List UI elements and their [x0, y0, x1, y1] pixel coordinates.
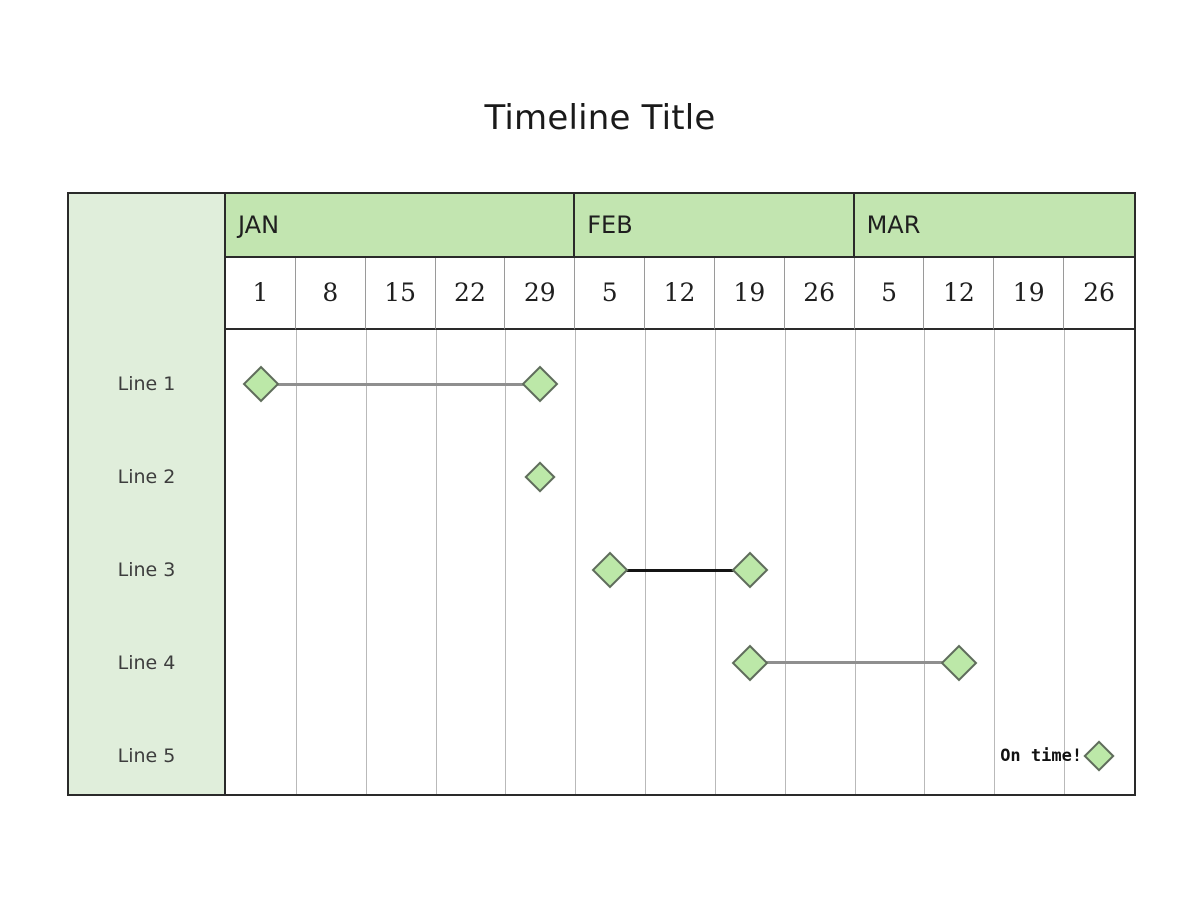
- week-label: 1: [252, 278, 269, 307]
- milestone-marker[interactable]: [940, 644, 978, 682]
- grid-line: [855, 330, 856, 794]
- task-connector: [749, 661, 960, 665]
- task-connector: [610, 568, 750, 572]
- month-header-cell: JAN: [226, 194, 576, 258]
- milestone-marker[interactable]: [731, 644, 769, 682]
- month-header-cell: FEB: [575, 194, 855, 258]
- week-label: 5: [601, 278, 618, 307]
- grid-area: JAN FEB MAR 1 8 15 22 29 5 12 19 26 5 12 19 26 On time…: [226, 194, 1134, 794]
- row-label: Line 4: [117, 651, 176, 674]
- milestone-marker[interactable]: [524, 461, 556, 493]
- milestone-marker[interactable]: [521, 366, 559, 403]
- week-header-cell: 8: [295, 258, 366, 330]
- week-header-cell: 12: [924, 258, 995, 330]
- page-title: Timeline Title: [484, 98, 716, 138]
- task-connector: [260, 382, 541, 386]
- plot-body: On time!: [226, 330, 1134, 794]
- grid-line: [994, 330, 995, 794]
- week-header-cell: 5: [575, 258, 646, 330]
- grid-line: [296, 330, 297, 794]
- week-header-cell: 19: [994, 258, 1065, 330]
- grid-line: [436, 330, 437, 794]
- week-header-cell: 26: [1064, 258, 1134, 330]
- week-label: 26: [1083, 278, 1115, 307]
- month-label: FEB: [587, 211, 633, 239]
- week-header-cell: 12: [645, 258, 715, 330]
- week-header-cell: 15: [365, 258, 436, 330]
- week-header-cell: 19: [714, 258, 785, 330]
- month-label: MAR: [866, 211, 921, 239]
- row-label: Line 2: [117, 466, 176, 489]
- row-label: Line 3: [117, 559, 176, 581]
- week-label: 19: [733, 278, 766, 307]
- milestone-marker[interactable]: [242, 366, 280, 403]
- week-label: 5: [881, 278, 897, 307]
- week-label: 12: [663, 278, 696, 307]
- milestone-marker[interactable]: [731, 551, 769, 589]
- grid-line: [715, 330, 716, 794]
- week-header-cell: 26: [784, 258, 855, 330]
- milestone-marker[interactable]: [591, 551, 629, 589]
- task-annotation: On time!: [1000, 745, 1083, 766]
- month-header-row: JAN FEB MAR: [226, 194, 1134, 258]
- week-header-cell: 5: [854, 258, 925, 330]
- grid-line: [505, 330, 506, 794]
- grid-line: [785, 330, 786, 794]
- grid-line: [645, 330, 646, 794]
- week-label: 19: [1012, 278, 1045, 307]
- timeline-table: Line 1 Line 2 Line 3 Line 4 Line 5 JAN FEB MAR…: [67, 192, 1136, 796]
- grid-line: [366, 330, 367, 794]
- month-header-cell: MAR: [854, 194, 1134, 258]
- week-label: 22: [454, 278, 486, 307]
- row-label-column: Line 1 Line 2 Line 3 Line 4 Line 5: [69, 194, 226, 794]
- week-header-cell: 22: [435, 258, 506, 330]
- grid-line: [924, 330, 925, 794]
- week-label: 12: [942, 278, 975, 307]
- week-header-row: 1 8 15 22 29 5 12 19 26 5 12 19 26: [226, 258, 1134, 330]
- week-label: 29: [523, 278, 556, 307]
- week-header-cell: 29: [505, 258, 576, 330]
- milestone-marker[interactable]: [1083, 740, 1115, 772]
- month-label: JAN: [238, 211, 280, 239]
- week-header-cell: 1: [226, 258, 296, 330]
- row-label: Line 5: [117, 744, 176, 767]
- week-label: 8: [322, 278, 339, 307]
- grid-line: [1064, 330, 1065, 794]
- grid-line: [575, 330, 576, 794]
- week-label: 15: [384, 278, 417, 307]
- week-label: 26: [803, 278, 836, 307]
- row-label: Line 1: [117, 373, 176, 396]
